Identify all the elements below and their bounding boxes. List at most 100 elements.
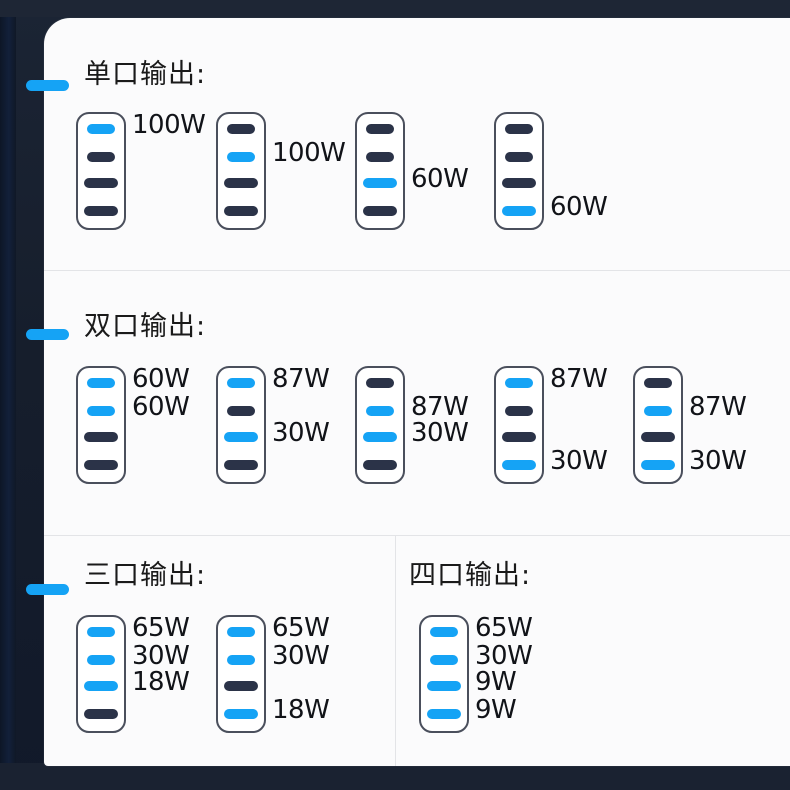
section-divider-2 xyxy=(44,535,790,536)
section-title-triple-output: 三口输出: xyxy=(84,560,207,591)
port-3-active xyxy=(84,681,118,691)
section-marker-dual-output xyxy=(26,329,69,340)
port-3-inactive xyxy=(502,432,536,442)
port-3-inactive xyxy=(502,178,536,188)
port-2-inactive xyxy=(505,152,533,162)
port-1-active xyxy=(227,378,255,388)
port-1-inactive xyxy=(644,378,672,388)
port-4-inactive xyxy=(84,460,118,470)
charger-device xyxy=(76,366,126,484)
port-4-active xyxy=(224,709,258,719)
port-1-inactive xyxy=(505,124,533,134)
wattage-label: 9W xyxy=(475,695,517,725)
port-4-inactive xyxy=(363,460,397,470)
port-2-active xyxy=(87,406,115,416)
section-title-single-output: 单口输出: xyxy=(84,59,207,90)
wattage-label: 87W xyxy=(411,392,469,422)
port-3-inactive xyxy=(224,681,258,691)
port-1-inactive xyxy=(366,124,394,134)
charger-device xyxy=(216,112,266,230)
wattage-label: 87W xyxy=(689,392,747,422)
wattage-label: 100W xyxy=(272,138,346,168)
charger-device xyxy=(216,366,266,484)
port-2-active xyxy=(227,152,255,162)
wattage-label: 30W xyxy=(132,641,190,671)
port-1-active xyxy=(227,627,255,637)
port-3-active xyxy=(363,432,397,442)
port-3-inactive xyxy=(84,178,118,188)
charger-device xyxy=(355,112,405,230)
port-2-active xyxy=(366,406,394,416)
port-4-inactive xyxy=(84,709,118,719)
port-4-inactive xyxy=(84,206,118,216)
port-1-inactive xyxy=(366,378,394,388)
wattage-label: 30W xyxy=(550,446,608,476)
port-4-active xyxy=(641,460,675,470)
section-marker-triple-output xyxy=(26,584,69,595)
wattage-label: 30W xyxy=(272,418,330,448)
charger-device xyxy=(419,615,469,733)
section-divider-1 xyxy=(44,270,790,271)
port-3-active xyxy=(363,178,397,188)
port-2-active xyxy=(227,655,255,665)
port-3-inactive xyxy=(224,178,258,188)
port-3-active xyxy=(224,432,258,442)
port-3-active xyxy=(427,681,461,691)
port-1-inactive xyxy=(227,124,255,134)
port-4-active xyxy=(502,206,536,216)
port-1-active xyxy=(87,124,115,134)
charger-device xyxy=(494,112,544,230)
section-title-dual-output: 双口输出: xyxy=(84,311,207,342)
port-2-inactive xyxy=(227,406,255,416)
wattage-label: 65W xyxy=(272,613,330,643)
port-1-active xyxy=(430,627,458,637)
section-title-quad-output: 四口输出: xyxy=(409,560,532,591)
charger-device xyxy=(494,366,544,484)
wattage-label: 30W xyxy=(411,418,469,448)
port-2-active xyxy=(644,406,672,416)
port-1-active xyxy=(87,378,115,388)
port-2-inactive xyxy=(505,406,533,416)
port-4-active xyxy=(502,460,536,470)
wattage-label: 30W xyxy=(272,641,330,671)
port-4-inactive xyxy=(224,206,258,216)
column-divider xyxy=(395,536,396,766)
port-4-inactive xyxy=(363,206,397,216)
charger-device xyxy=(76,615,126,733)
wattage-label: 87W xyxy=(550,364,608,394)
bottom-bar xyxy=(0,763,790,790)
wattage-label: 87W xyxy=(272,364,330,394)
port-2-inactive xyxy=(87,152,115,162)
port-2-inactive xyxy=(366,152,394,162)
wattage-label: 9W xyxy=(475,667,517,697)
wattage-label: 60W xyxy=(132,364,190,394)
wattage-label: 65W xyxy=(475,613,533,643)
wattage-label: 100W xyxy=(132,110,206,140)
top-bar xyxy=(0,0,790,17)
wattage-label: 60W xyxy=(132,392,190,422)
section-marker-single-output xyxy=(26,80,69,91)
wattage-label: 18W xyxy=(272,695,330,725)
charger-device xyxy=(355,366,405,484)
wattage-label: 60W xyxy=(550,192,608,222)
port-3-inactive xyxy=(641,432,675,442)
port-3-inactive xyxy=(84,432,118,442)
wattage-label: 30W xyxy=(475,641,533,671)
charger-device xyxy=(76,112,126,230)
port-1-active xyxy=(87,627,115,637)
port-4-inactive xyxy=(224,460,258,470)
wattage-label: 65W xyxy=(132,613,190,643)
section-single-output: 单口输出: 100W 100W 60W 60W xyxy=(44,18,790,270)
wattage-label: 18W xyxy=(132,667,190,697)
port-2-active xyxy=(87,655,115,665)
port-2-active xyxy=(430,655,458,665)
charger-device xyxy=(633,366,683,484)
wattage-label: 60W xyxy=(411,164,469,194)
wattage-label: 30W xyxy=(689,446,747,476)
port-1-active xyxy=(505,378,533,388)
port-4-active xyxy=(427,709,461,719)
